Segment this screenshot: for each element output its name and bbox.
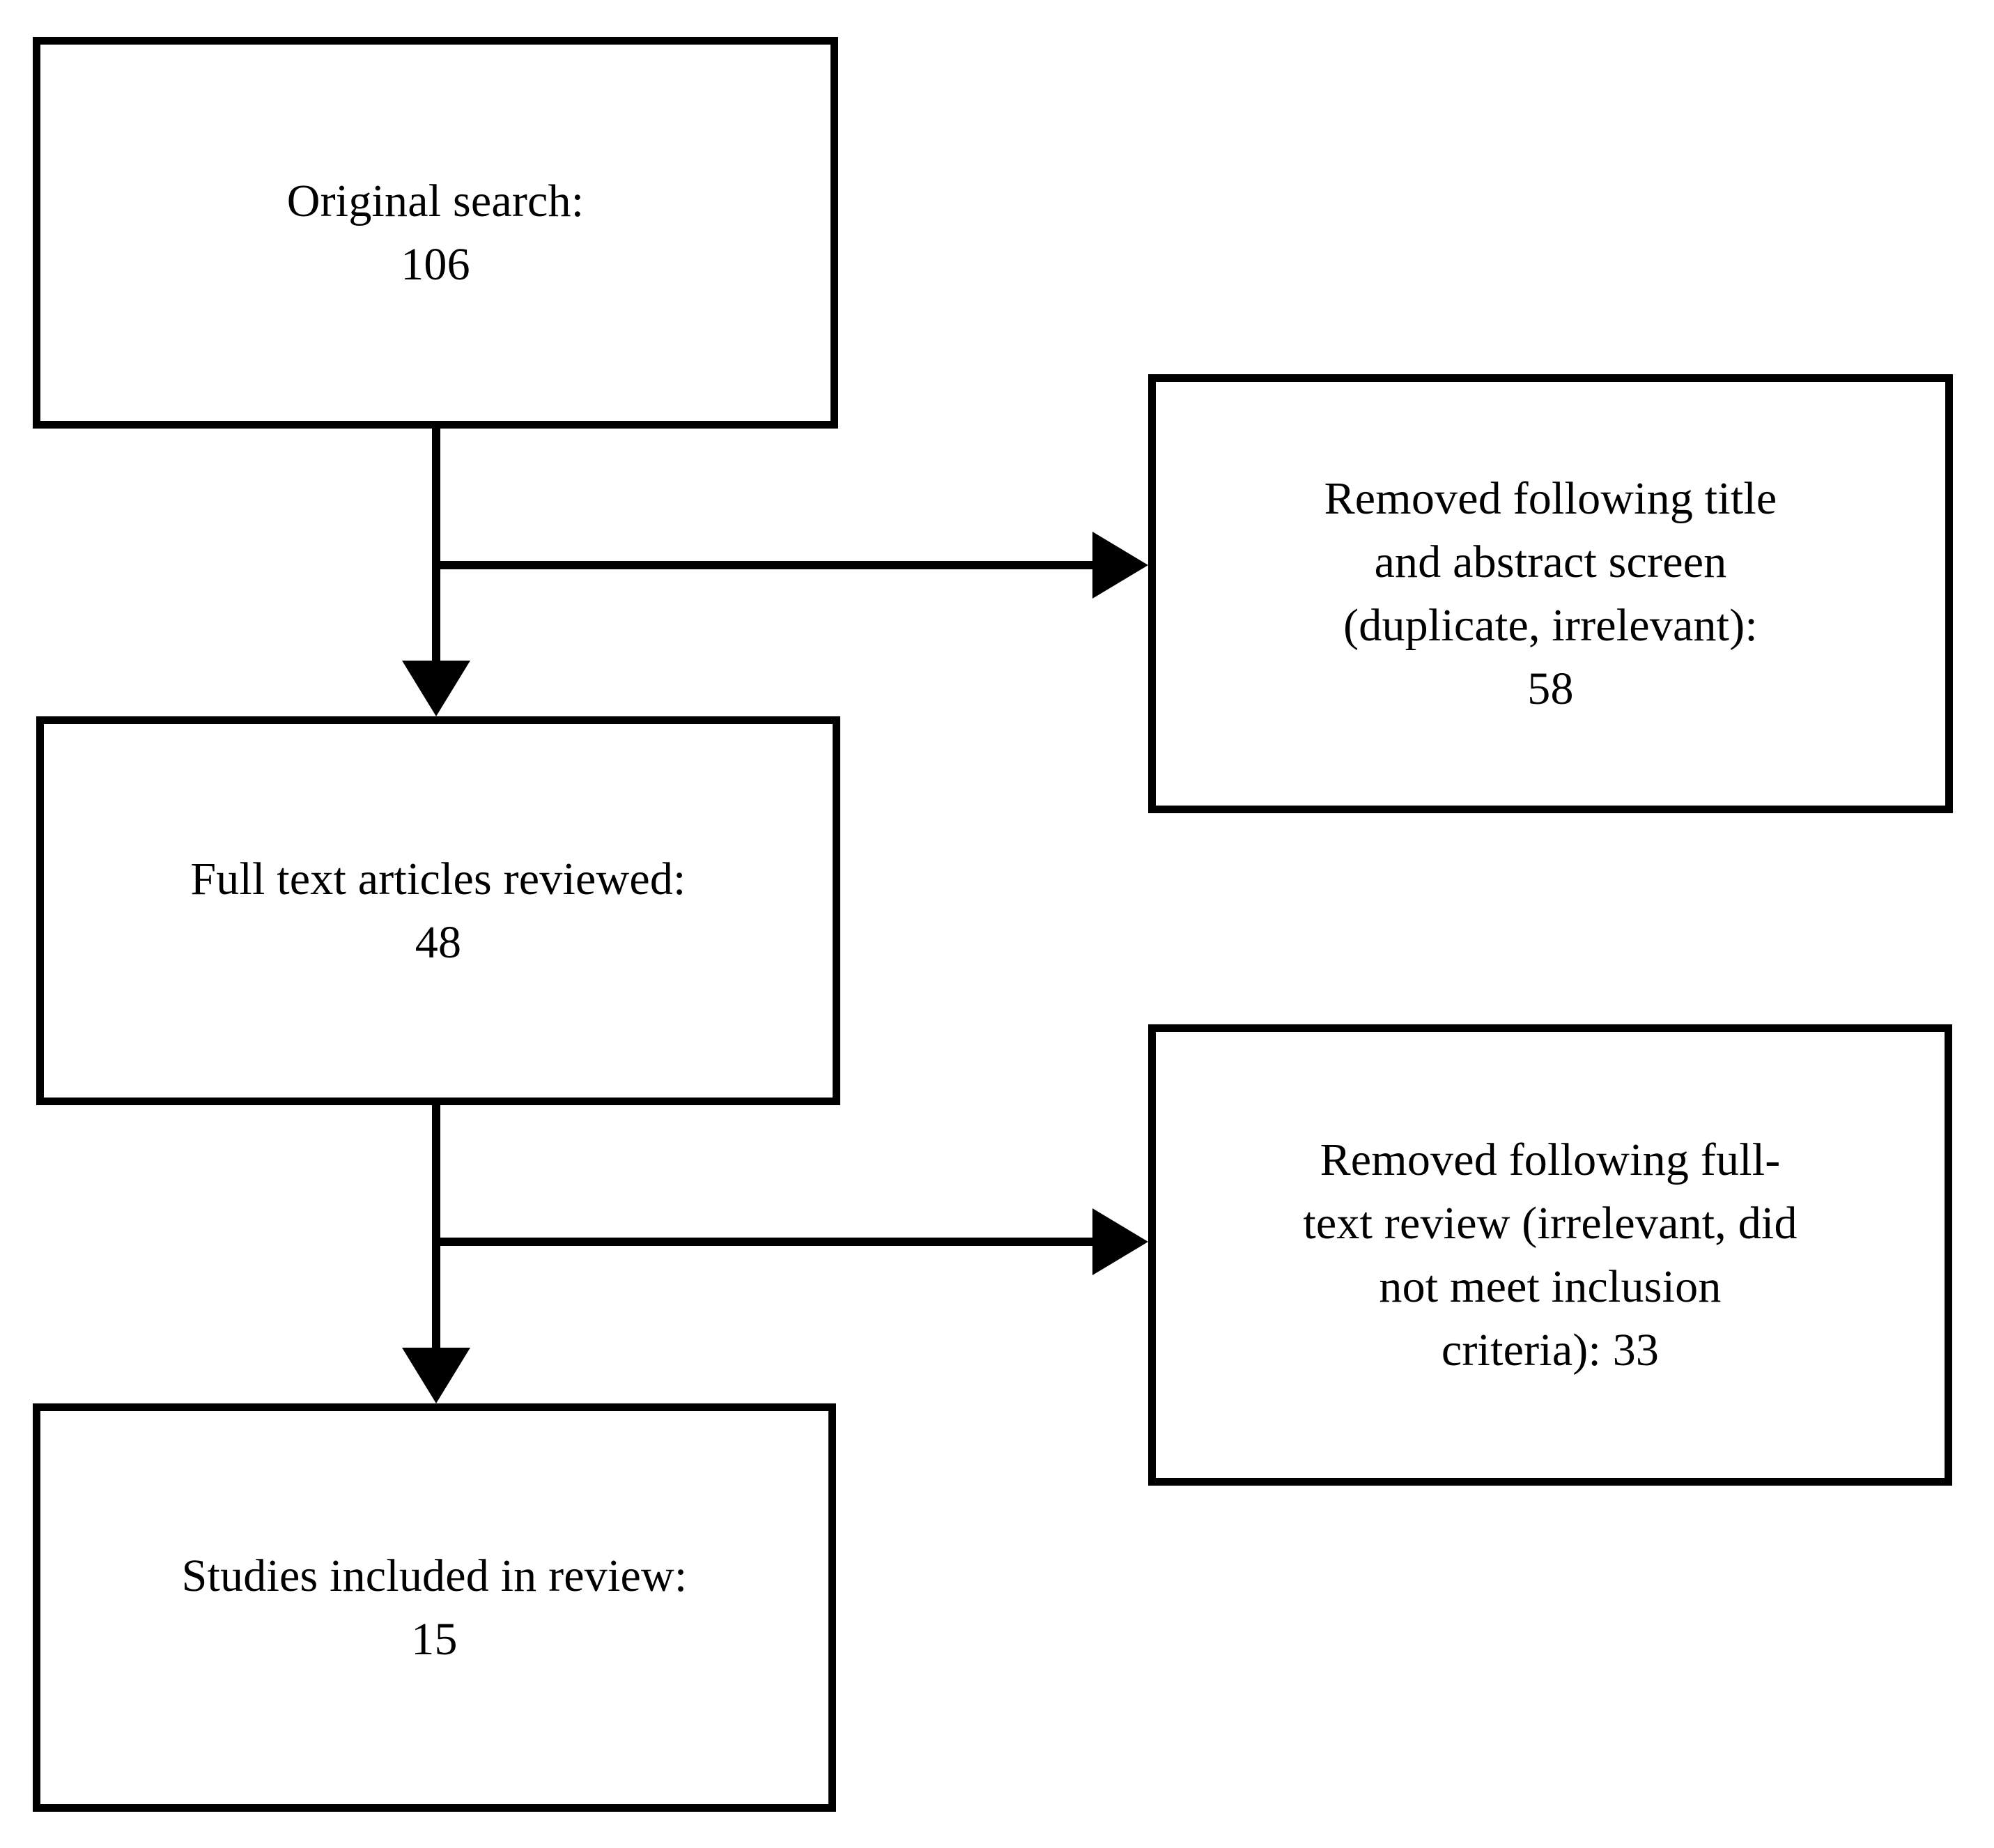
node-studies-included-text: Studies included in review: 15 [181,1550,688,1665]
node-removed-title-abstract: Removed following title and abstract scr… [1148,374,1953,813]
down-arrow-icon [402,1348,470,1403]
node-removed-fulltext: Removed following full- text review (irr… [1148,1024,1952,1486]
node-original-search: Original search: 106 [33,37,838,429]
right-arrow-icon [1092,532,1148,599]
node-fulltext-reviewed-text: Full text articles reviewed: 48 [190,853,686,968]
node-studies-included: Studies included in review: 15 [33,1403,836,1812]
down-arrow-icon [402,661,470,716]
right-arrow-icon [1092,1208,1148,1275]
node-removed-title-abstract-text: Removed following title and abstract scr… [1324,472,1777,715]
node-original-search-text: Original search: 106 [286,175,585,290]
node-removed-fulltext-text: Removed following full- text review (irr… [1303,1134,1798,1376]
node-fulltext-reviewed: Full text articles reviewed: 48 [36,716,840,1105]
